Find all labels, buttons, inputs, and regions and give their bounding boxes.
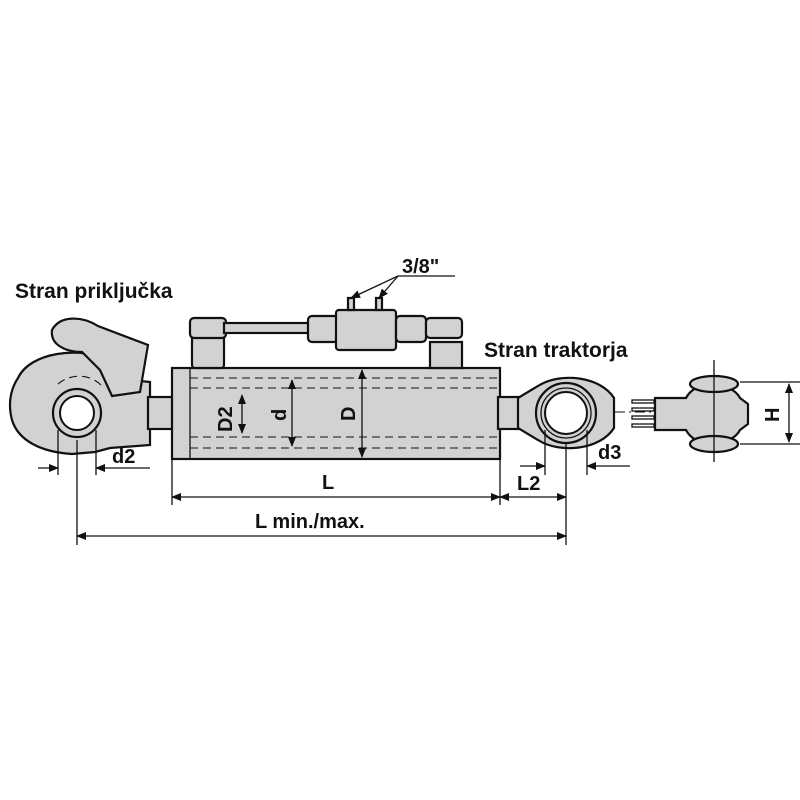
left-rod bbox=[146, 395, 176, 431]
d2-inner-label: D2 bbox=[215, 406, 237, 432]
tractor-side-label: Stran traktorja bbox=[484, 339, 628, 362]
implement-side-label: Stran priključka bbox=[15, 280, 173, 303]
d2-dimension bbox=[38, 430, 150, 475]
tractor-eye bbox=[496, 376, 616, 450]
hydraulic-line bbox=[188, 296, 464, 370]
cylinder-body bbox=[170, 366, 502, 461]
d3-label: d3 bbox=[598, 442, 621, 464]
d3-dimension bbox=[520, 430, 630, 475]
thread-label: 3/8" bbox=[402, 256, 439, 278]
implement-bore bbox=[59, 395, 95, 431]
tractor-bore bbox=[544, 391, 588, 435]
l-minmax-label: L min./max. bbox=[255, 511, 365, 533]
bore-diameter-label: D bbox=[338, 407, 360, 421]
thread-callout bbox=[350, 275, 455, 299]
l2-label: L2 bbox=[517, 473, 540, 495]
diameter-dimensions bbox=[238, 369, 366, 458]
implement-hook bbox=[8, 317, 152, 456]
h-label: H bbox=[762, 408, 784, 422]
length-dimensions bbox=[76, 440, 567, 545]
rod-diameter-label: d bbox=[269, 409, 291, 421]
l-label: L bbox=[322, 472, 334, 494]
d2-label: d2 bbox=[112, 446, 135, 468]
ball-joint-side-view bbox=[631, 360, 800, 462]
